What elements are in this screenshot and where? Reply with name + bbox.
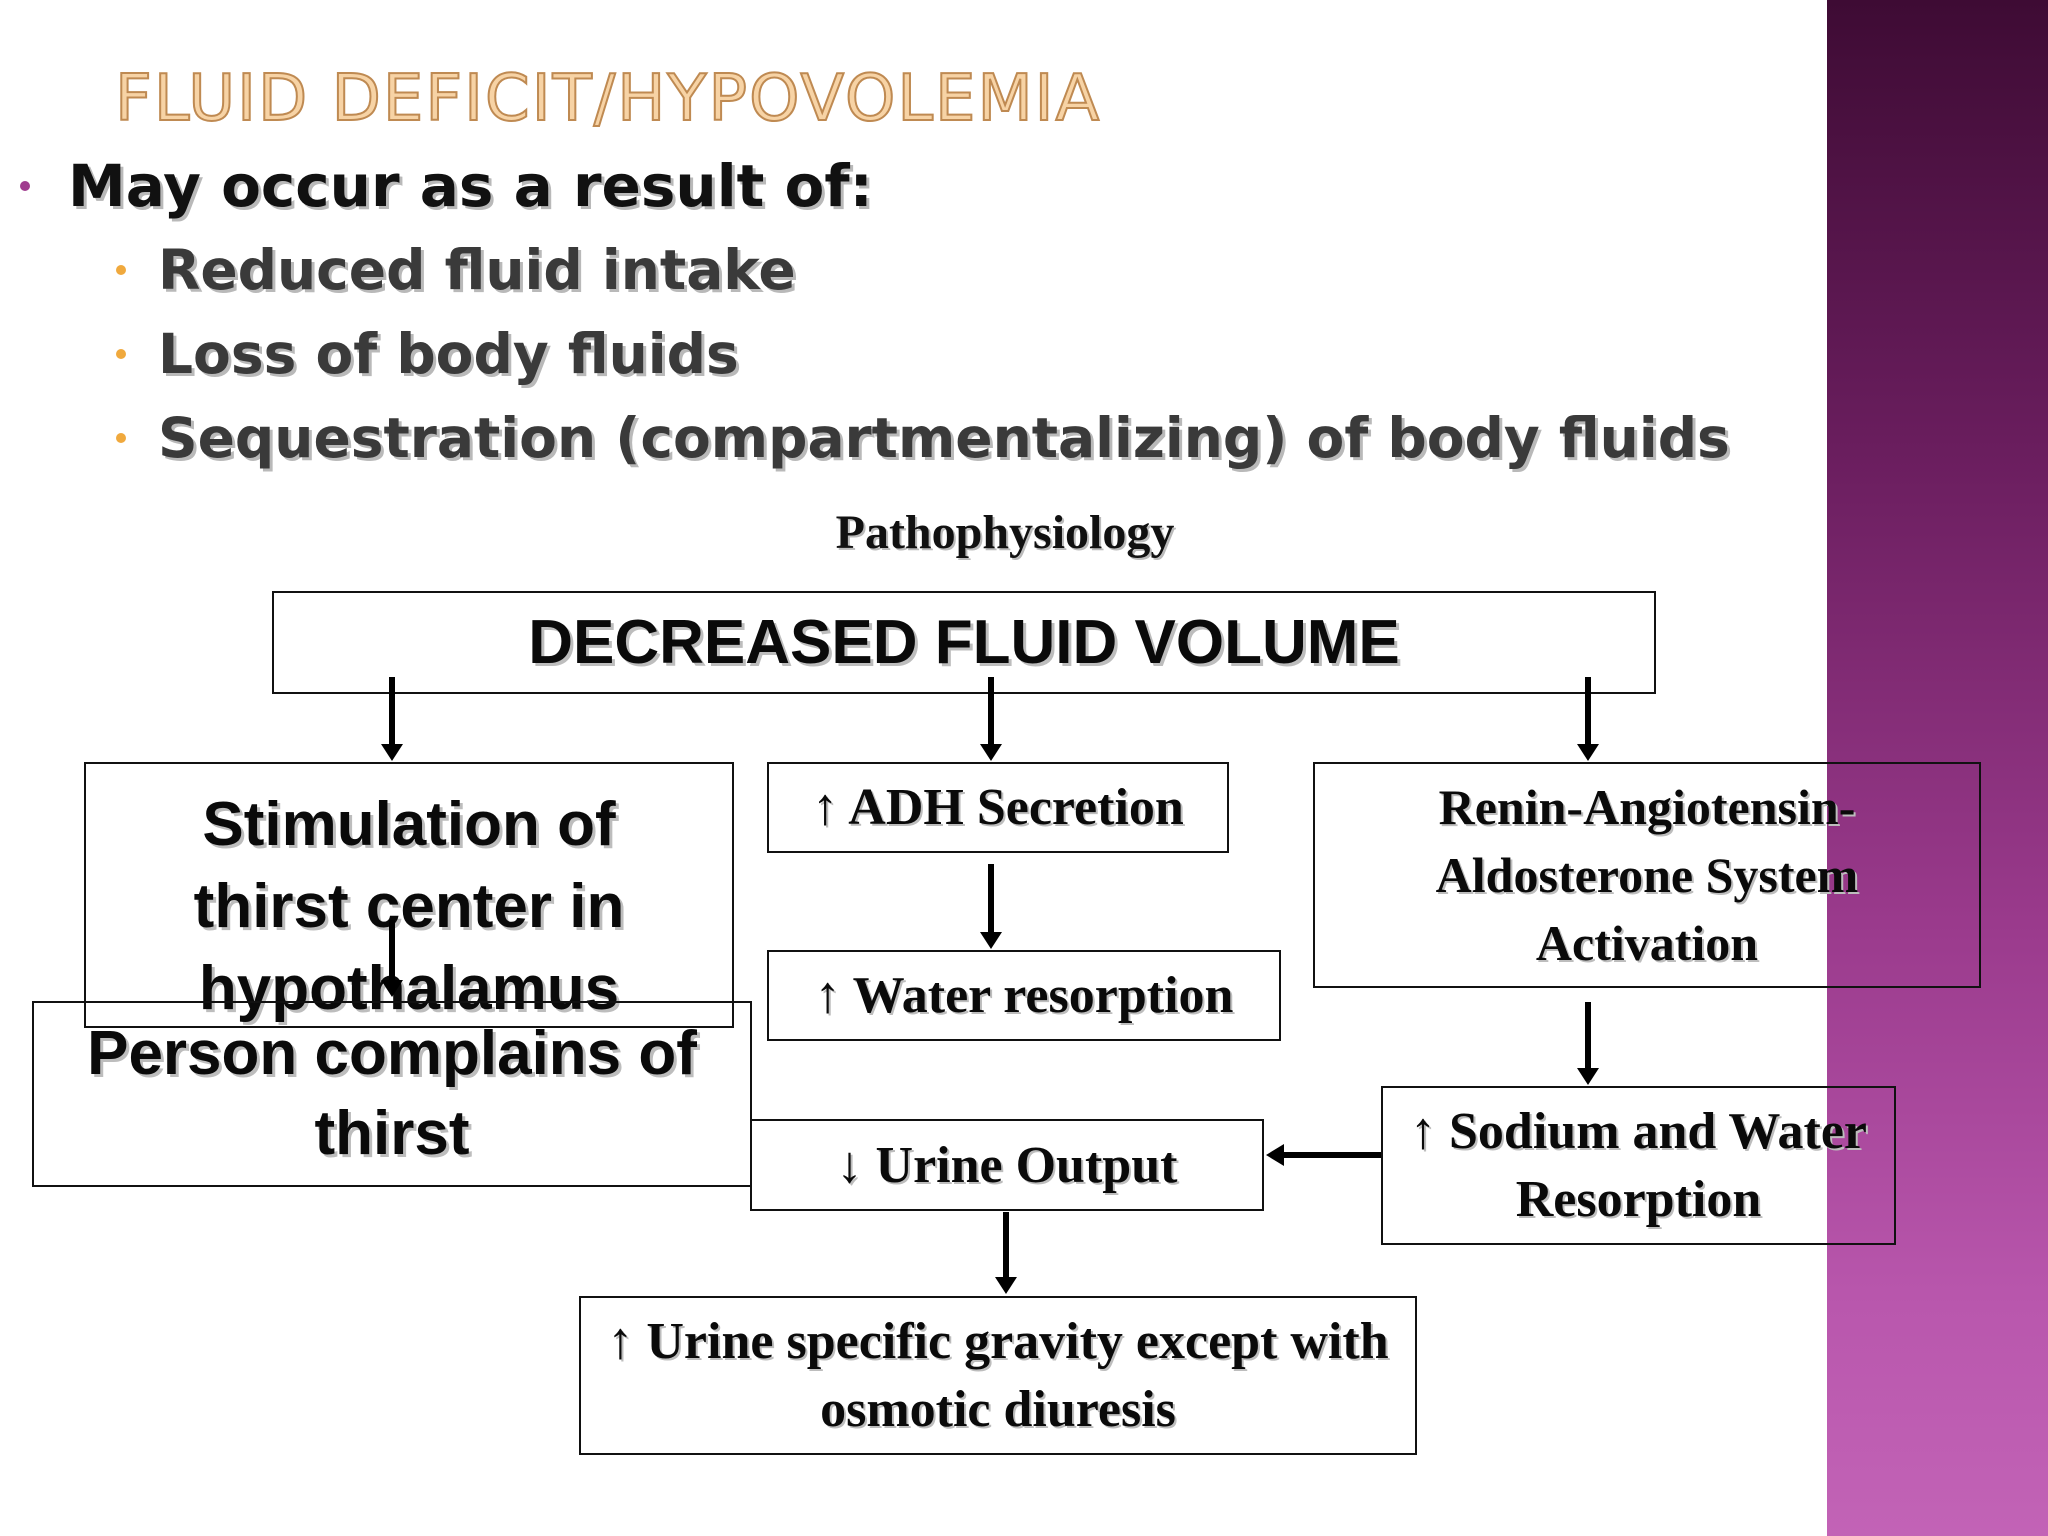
sub-bullet-text: Loss of body fluids (158, 322, 739, 386)
node-complains-of-thirst: Person complains of thirst (32, 1001, 752, 1187)
arrow-urine-output-to-specific-gravity (995, 1212, 1017, 1294)
slide-title: FLUID DEFICIT/HYPOVOLEMIA (114, 61, 1102, 137)
node-label: ↑ Water resorption (814, 967, 1234, 1024)
node-label: ↓ Urine Output (836, 1136, 1178, 1194)
sub-bullet-marker-icon (116, 349, 126, 359)
node-label: ↑ ADH Secretion (812, 779, 1184, 836)
sub-bullet-text: Sequestration (compartmentalizing) of bo… (158, 406, 1730, 470)
node-urine-specific-gravity: ↑ Urine specific gravity except with osm… (579, 1296, 1417, 1455)
sub-bullet: Loss of body fluids (116, 322, 739, 386)
main-bullet-text: May occur as a result of: (68, 152, 873, 220)
node-label: Renin-Angiotensin-Aldosterone System Act… (1435, 779, 1859, 971)
node-label: Stimulation of thirst center in hypothal… (193, 790, 625, 1023)
node-urine-output: ↓ Urine Output (750, 1119, 1264, 1211)
node-thirst-center: Stimulation of thirst center in hypothal… (84, 762, 734, 1028)
bullet-marker-icon (20, 181, 30, 191)
node-water-resorption: ↑ Water resorption (767, 950, 1281, 1041)
node-raas-activation: Renin-Angiotensin-Aldosterone System Act… (1313, 762, 1981, 988)
diagram-heading: Pathophysiology (835, 506, 1175, 559)
node-decreased-fluid-volume: DECREASED FLUID VOLUME (272, 591, 1656, 694)
main-bullet: May occur as a result of: (20, 152, 873, 220)
node-adh-secretion: ↑ ADH Secretion (767, 762, 1229, 853)
sub-bullet-marker-icon (116, 265, 126, 275)
decorative-side-band (1827, 0, 2048, 1536)
node-label: ↑ Sodium and Water Resorption (1409, 1102, 1868, 1228)
arrow-sodium-water-to-urine-output (1266, 1144, 1381, 1166)
sub-bullet: Reduced fluid intake (116, 238, 796, 302)
sub-bullet-text: Reduced fluid intake (158, 238, 796, 302)
node-label: Person complains of thirst (87, 1019, 697, 1168)
sub-bullet: Sequestration (compartmentalizing) of bo… (116, 406, 1730, 470)
node-label: DECREASED FLUID VOLUME (528, 608, 1400, 677)
node-sodium-water-resorption: ↑ Sodium and Water Resorption (1381, 1086, 1896, 1245)
sub-bullet-marker-icon (116, 433, 126, 443)
node-label: ↑ Urine specific gravity except with osm… (607, 1312, 1389, 1438)
arrow-adh-to-water-resorption (980, 864, 1002, 949)
arrow-raas-to-sodium-water (1577, 1002, 1599, 1085)
